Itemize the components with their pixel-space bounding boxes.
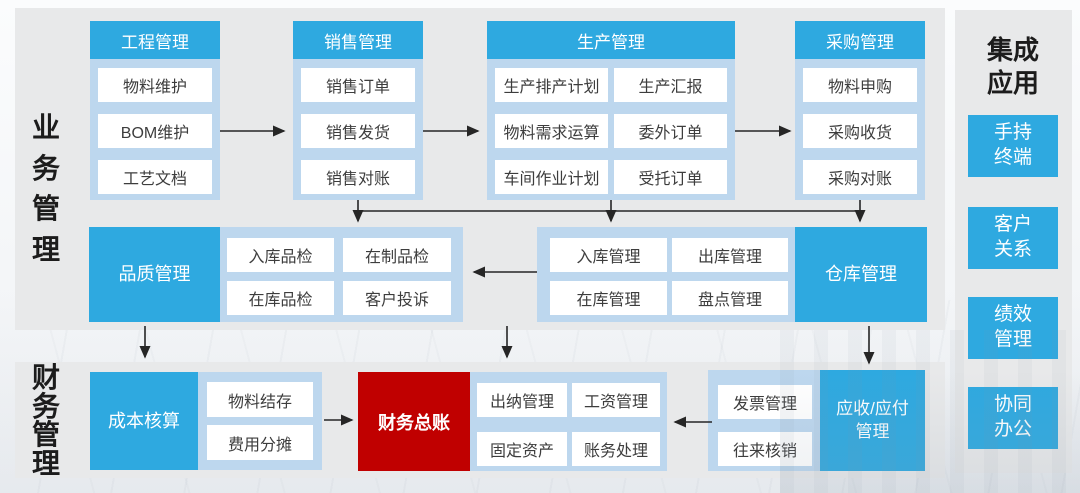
item-expense-allocation: 费用分摊	[207, 425, 313, 460]
group-title-purchasing: 采购管理	[795, 21, 925, 59]
group-quality: 品质管理 入库品检 在制品检 在库品检 客户投诉	[89, 227, 463, 322]
item-sales-order: 销售订单	[301, 68, 415, 102]
integration-app-performance: 绩效 管理	[968, 297, 1058, 359]
item-purchase-reconciliation: 采购对账	[803, 160, 917, 194]
item-sales-delivery: 销售发货	[301, 114, 415, 148]
item-workshop-plan: 车间作业计划	[495, 160, 608, 194]
item-mrp-calculation: 物料需求运算	[495, 114, 608, 148]
group-production: 生产管理 生产排产计划 物料需求运算 车间作业计划 生产汇报 委外订单 受托订单	[487, 21, 735, 200]
item-stock-inspection: 在库品检	[227, 281, 334, 315]
item-outbound-management: 出库管理	[672, 238, 788, 272]
item-outsourcing-order: 委外订单	[614, 114, 727, 148]
group-ar-ap: 发票管理 往来核销 应收/应付 管理	[708, 370, 925, 471]
item-stocktaking-management: 盘点管理	[672, 281, 788, 315]
item-customer-complaint: 客户投诉	[343, 281, 451, 315]
finance-section-label: 财务管理	[31, 362, 60, 479]
item-accounting-processing: 账务处理	[572, 432, 660, 466]
item-process-document: 工艺文档	[98, 160, 212, 194]
item-invoice-management: 发票管理	[718, 385, 812, 419]
group-title-sales: 销售管理	[293, 21, 423, 59]
integration-app-collaboration: 协同 办公	[968, 387, 1058, 449]
group-ledger-items: 出纳管理 工资管理 固定资产 账务处理	[470, 372, 667, 471]
group-title-engineering: 工程管理	[90, 21, 220, 59]
item-payroll-management: 工资管理	[572, 383, 660, 417]
group-title-quality: 品质管理	[89, 227, 220, 322]
item-consignment-order: 受托订单	[614, 160, 727, 194]
business-section-label: 业务管理	[31, 112, 60, 265]
integration-app-crm: 客户 关系	[968, 207, 1058, 269]
item-production-report: 生产汇报	[614, 68, 727, 102]
item-sales-reconciliation: 销售对账	[301, 160, 415, 194]
group-purchasing: 采购管理 物料申购 采购收货 采购对账	[795, 21, 925, 200]
item-material-balance: 物料结存	[207, 382, 313, 417]
item-material-maintenance: 物料维护	[98, 68, 212, 102]
item-fixed-assets: 固定资产	[477, 432, 567, 466]
item-transaction-writeoff: 往来核销	[718, 432, 812, 466]
item-production-scheduling: 生产排产计划	[495, 68, 608, 102]
group-engineering: 工程管理 物料维护 BOM维护 工艺文档	[90, 21, 220, 200]
item-bom-maintenance: BOM维护	[98, 114, 212, 148]
group-cost-accounting: 成本核算 物料结存 费用分摊	[90, 372, 322, 470]
group-warehouse: 入库管理 出库管理 在库管理 盘点管理 仓库管理	[537, 227, 927, 322]
item-incoming-inspection: 入库品检	[227, 238, 334, 272]
item-stock-management: 在库管理	[550, 281, 667, 315]
item-inprocess-inspection: 在制品检	[343, 238, 451, 272]
group-title-cost: 成本核算	[90, 372, 198, 470]
item-material-requisition: 物料申购	[803, 68, 917, 102]
integration-title: 集成应用	[986, 35, 1039, 98]
integration-app-handheld-terminal: 手持 终端	[968, 115, 1058, 177]
general-ledger-box: 财务总账	[358, 372, 470, 471]
item-purchase-receipt: 采购收货	[803, 114, 917, 148]
group-sales: 销售管理 销售订单 销售发货 销售对账	[293, 21, 423, 200]
item-cashier-management: 出纳管理	[477, 383, 567, 417]
group-title-warehouse: 仓库管理	[795, 227, 927, 322]
item-inbound-management: 入库管理	[550, 238, 667, 272]
group-title-ar-ap: 应收/应付 管理	[820, 370, 925, 471]
group-title-production: 生产管理	[487, 21, 735, 59]
